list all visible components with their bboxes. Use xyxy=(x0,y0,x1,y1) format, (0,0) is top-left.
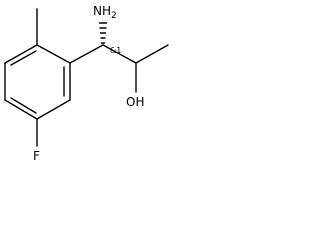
amine-label: NH2 xyxy=(93,4,117,21)
ring-to-stereocenter-bond xyxy=(69,44,104,64)
ring-double-bond-c2-c3 xyxy=(10,50,37,66)
fluorine-label: F xyxy=(33,149,40,163)
chemical-structure-diagram: NH2 &1 OH F xyxy=(4,4,169,163)
ring-bond-c4-c5 xyxy=(4,99,38,120)
hashed-wedge-bond xyxy=(98,22,108,44)
benzene-ring xyxy=(4,44,71,120)
stereocenter-to-carbinol-bond xyxy=(102,44,137,64)
ring-bond-c2-c3 xyxy=(4,44,38,64)
ring-bond-c1-c2 xyxy=(36,44,71,64)
terminal-methyl-bond xyxy=(135,44,169,64)
hydroxyl-label: OH xyxy=(126,95,144,109)
ring-double-bond-c4-c5 xyxy=(10,97,37,114)
stereo-descriptor-label: &1 xyxy=(110,46,121,55)
ring-bond-c5-c6 xyxy=(36,99,71,120)
